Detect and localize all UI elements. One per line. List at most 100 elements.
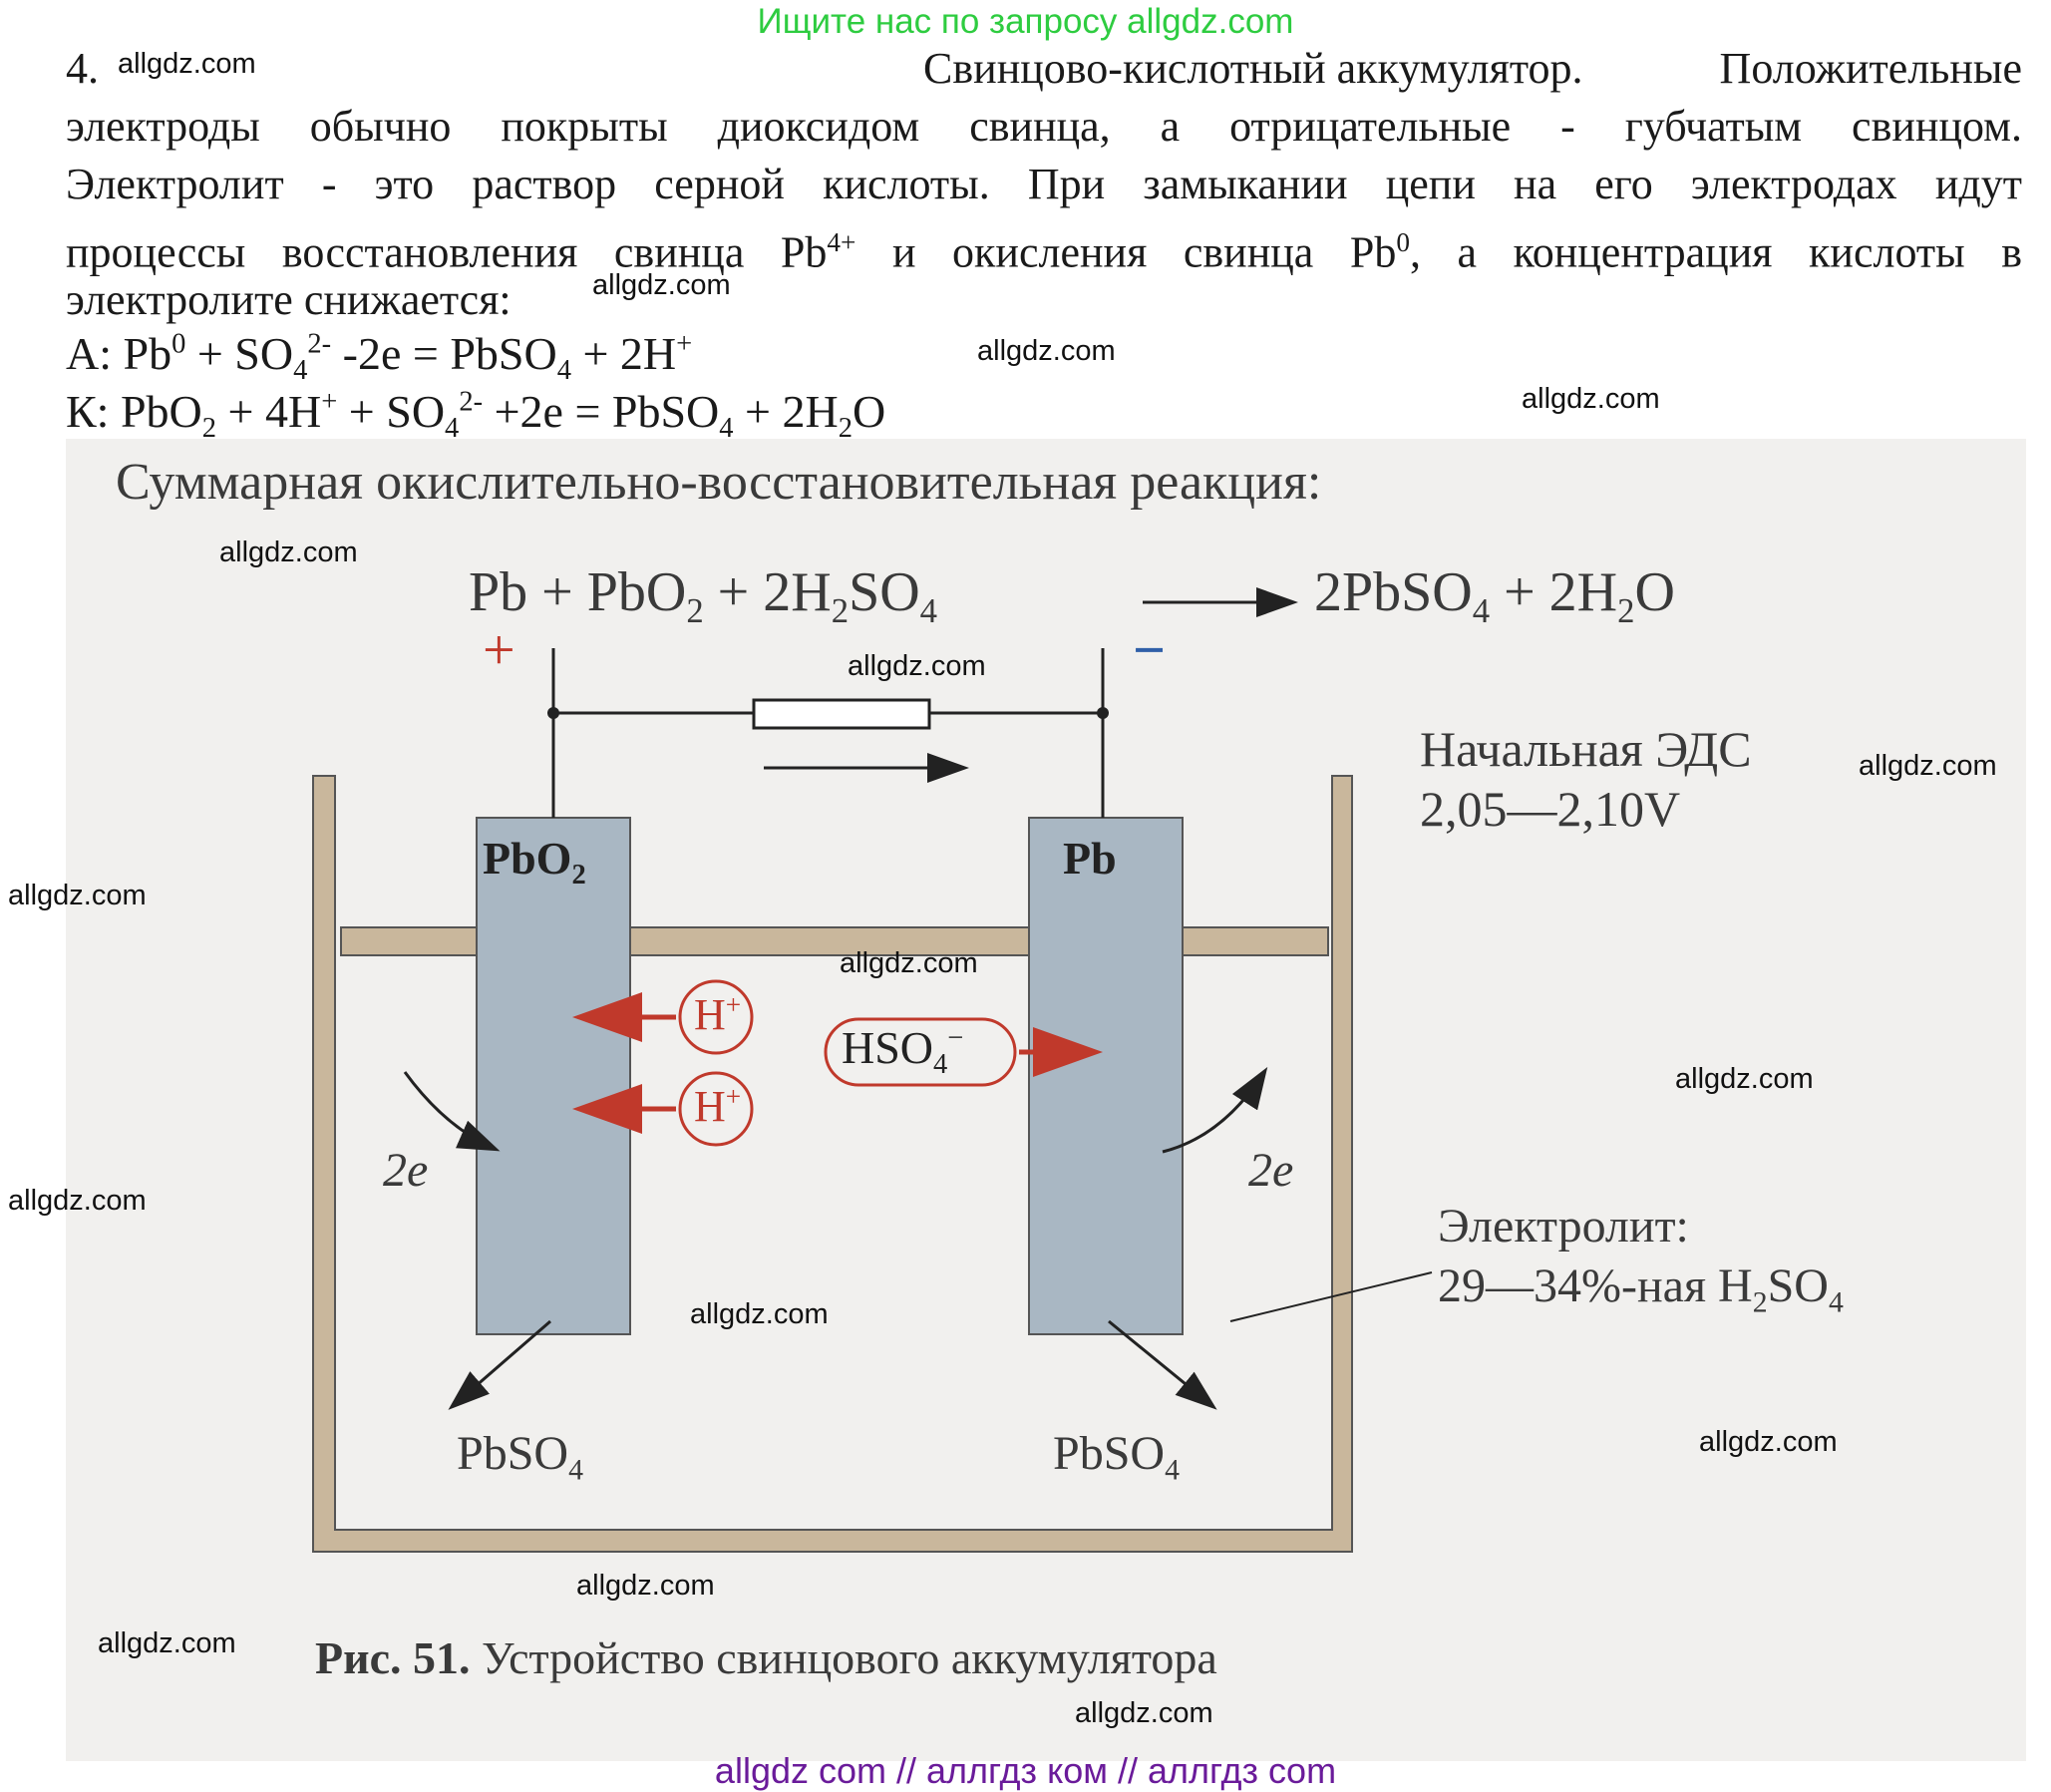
- rx-part: O: [1634, 561, 1675, 623]
- electrons-left: 2e: [383, 1144, 429, 1197]
- electrode-pb: [1028, 817, 1184, 1335]
- electrolyte-value: 29—34%-ная H2SO4: [1438, 1258, 1844, 1320]
- electron-arrow-left: [403, 1071, 501, 1152]
- watermark[interactable]: allgdz.com: [1859, 750, 1997, 782]
- electron-arrow-right: [1162, 1066, 1268, 1154]
- superscript: 4+: [827, 227, 856, 257]
- paragraph-line-3: Электролит - это раствор серной кислоты.…: [66, 160, 2022, 208]
- eq-sup: 2-: [459, 386, 484, 418]
- eq-sup: 2-: [307, 328, 332, 360]
- eq-part: К: PbO: [66, 386, 202, 437]
- watermark[interactable]: allgdz.com: [848, 650, 986, 682]
- ion-sup: +: [725, 989, 742, 1020]
- paragraph-line-4: процессы восстановления свинца Pb4+ и ок…: [66, 213, 2022, 282]
- watermark[interactable]: allgdz.com: [576, 1570, 715, 1602]
- rx-part: SO: [849, 561, 920, 623]
- paragraph-line-1-rest: Положительные: [1719, 44, 2022, 93]
- el-part: 29—34%-ная H: [1438, 1259, 1753, 1312]
- ion-h-circle: [678, 1071, 754, 1147]
- positive-sign: +: [483, 617, 515, 682]
- prod-part: PbSO: [457, 1427, 569, 1480]
- superscript: 0: [1396, 227, 1410, 257]
- text-segment: процессы восстановления свинца Pb: [66, 227, 828, 277]
- ion-sup: −: [947, 1022, 964, 1054]
- task-number: 4.: [66, 44, 99, 93]
- watermark[interactable]: allgdz.com: [1075, 1697, 1213, 1729]
- label-sub: 2: [571, 860, 586, 892]
- watermark[interactable]: allgdz.com: [840, 947, 978, 979]
- ion-hso4-capsule: [824, 1017, 1017, 1087]
- rx-part: + 2H: [1490, 561, 1618, 623]
- watermark[interactable]: allgdz.com: [1522, 383, 1660, 415]
- prod-part: PbSO: [1053, 1427, 1166, 1480]
- watermark[interactable]: allgdz.com: [8, 880, 147, 911]
- eq-sup: +: [676, 328, 693, 360]
- watermark[interactable]: allgdz.com: [98, 1627, 236, 1659]
- eq-part: + 2H: [733, 386, 839, 437]
- text-segment: , а концентрация кислоты в: [1409, 227, 2022, 277]
- product-arrow-right: [1108, 1319, 1217, 1410]
- eq-part: + SO: [185, 328, 294, 379]
- bottom-banner[interactable]: allgdz com // аллгдз ком // аллгдз com: [714, 1750, 1337, 1791]
- watermark[interactable]: allgdz.com: [1675, 1063, 1814, 1095]
- eq-sub: 4: [719, 413, 734, 445]
- prod-sub: 4: [568, 1453, 583, 1487]
- rx-sub: 2: [1617, 591, 1635, 631]
- product-right: PbSO4: [1053, 1426, 1180, 1488]
- eq-part: + SO: [337, 386, 446, 437]
- electrode-pbo2: [476, 817, 631, 1335]
- rx-part: 2PbSO: [1314, 561, 1473, 623]
- eq-sub: 2: [838, 413, 853, 445]
- ion-part: H: [694, 1082, 726, 1131]
- text-segment: и окисления свинца Pb: [855, 227, 1397, 277]
- eq-sup: 0: [171, 328, 186, 360]
- ion-part: H: [694, 990, 726, 1039]
- electrode-pbo2-label: PbO2: [483, 832, 586, 892]
- paragraph-line-5: электролите снижается:: [66, 275, 512, 324]
- el-part: SO: [1767, 1259, 1829, 1312]
- watermark[interactable]: allgdz.com: [118, 48, 256, 80]
- eq-sub: 4: [556, 355, 571, 387]
- ion-sup: +: [725, 1081, 742, 1112]
- figure-caption: Рис. 51. Устройство свинцового аккумулят…: [315, 1631, 1217, 1684]
- watermark[interactable]: allgdz.com: [977, 335, 1116, 367]
- electrolyte-pointer: [1229, 1271, 1433, 1322]
- ion-h-circle: [678, 979, 754, 1055]
- ion-part: HSO: [842, 1022, 934, 1073]
- eq-sub: 2: [201, 413, 217, 445]
- eq-part: + 4H: [216, 386, 322, 437]
- paragraph-line-2: электроды обычно покрыты диоксидом свинц…: [66, 102, 2022, 151]
- eq-part: O: [852, 386, 886, 437]
- rx-sub: 4: [919, 591, 938, 631]
- rx-sub: 2: [831, 591, 850, 631]
- eq-part: -2e = PbSO: [331, 328, 557, 379]
- reaction-right: 2PbSO4 + 2H2O: [1314, 560, 1675, 631]
- watermark[interactable]: allgdz.com: [690, 1298, 829, 1330]
- battery-figure: Суммарная окислительно-восстановительная…: [66, 439, 2026, 1761]
- electrons-right: 2e: [1248, 1144, 1294, 1197]
- reaction-left: Pb + PbO2 + 2H2SO4: [469, 560, 937, 631]
- figure-heading: Суммарная окислительно-восстановительная…: [116, 454, 1322, 511]
- watermark[interactable]: allgdz.com: [8, 1185, 147, 1217]
- ion-sub: 4: [933, 1049, 948, 1081]
- watermark[interactable]: allgdz.com: [592, 269, 731, 301]
- rx-part: + 2H: [703, 561, 832, 623]
- emf-label: Начальная ЭДС: [1420, 721, 1752, 777]
- electrolyte-label: Электролит:: [1438, 1200, 1689, 1253]
- eq-sup: +: [321, 386, 338, 418]
- negative-sign: −: [1133, 617, 1167, 682]
- cathode-equation: К: PbO2 + 4H+ + SO42- +2e = PbSO4 + 2H2O: [66, 385, 885, 445]
- junction-dot: [547, 707, 559, 719]
- ion-h-label: H+: [694, 1081, 741, 1132]
- product-left: PbSO4: [457, 1426, 583, 1488]
- label-part: PbO: [483, 833, 572, 884]
- anode-equation: А: Pb0 + SO42- -2e = PbSO4 + 2H+: [66, 327, 692, 387]
- resistor: [752, 698, 931, 730]
- top-banner[interactable]: Ищите нас по запросу allgdz.com: [757, 2, 1294, 41]
- electrode-pb-label: Pb: [1063, 833, 1117, 884]
- rx-sub: 2: [686, 591, 704, 631]
- eq-sub: 4: [293, 355, 308, 387]
- rx-sub: 4: [1472, 591, 1491, 631]
- watermark[interactable]: allgdz.com: [219, 537, 358, 568]
- watermark[interactable]: allgdz.com: [1699, 1426, 1838, 1458]
